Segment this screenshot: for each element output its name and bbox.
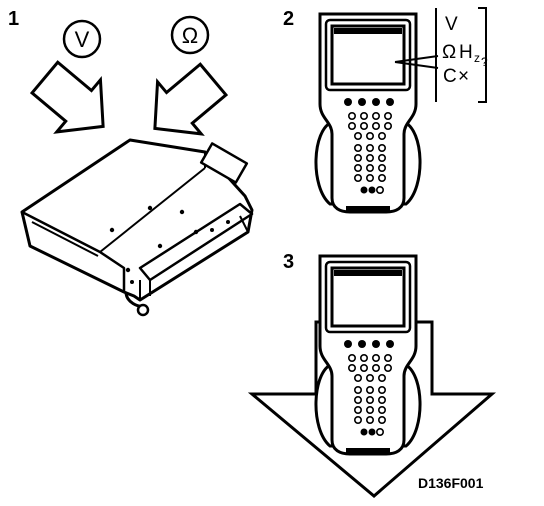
screen-label-x: × <box>458 66 469 87</box>
callout-line <box>394 55 439 63</box>
ohmmeter-symbol: Ω <box>170 15 210 55</box>
step-number-2: 2 <box>283 8 294 30</box>
arrow-down-right-icon <box>29 60 105 134</box>
callout-bracket-right <box>478 7 487 103</box>
arrow-down-left-icon <box>153 62 229 136</box>
figure-code: D136F001 <box>418 475 484 491</box>
screen-label-ohm: Ω <box>442 42 456 63</box>
scan-tool-3 <box>314 254 422 456</box>
voltmeter-letter: V <box>75 27 90 52</box>
callout-line <box>394 61 439 69</box>
ohmmeter-letter: Ω <box>182 23 198 48</box>
control-unit-illustration <box>20 138 254 317</box>
step-number-3: 3 <box>283 251 294 273</box>
screen-label-z: z <box>474 51 480 65</box>
screen-label-h: H <box>459 42 473 63</box>
screen-label-v: V <box>445 14 458 35</box>
screen-label-question: ? <box>481 55 488 69</box>
screen-callout: V Ω H z ? C × <box>394 7 488 103</box>
ohmmeter-circle <box>170 15 210 55</box>
step-number-1: 1 <box>8 8 19 30</box>
screen-label-c: C <box>443 66 457 87</box>
voltmeter-symbol: V <box>62 19 102 59</box>
voltmeter-circle <box>62 19 102 59</box>
scan-tool-2 <box>314 12 422 214</box>
